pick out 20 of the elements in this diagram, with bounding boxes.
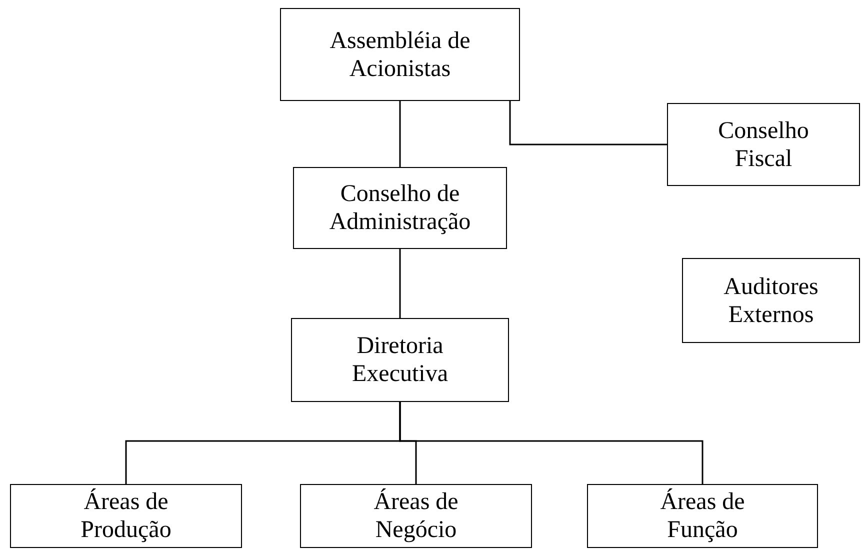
org-box [280,8,520,101]
connector-line [399,402,704,484]
connector-line [399,101,401,167]
box-label: Auditores Externos [722,272,820,328]
box-label: Conselho Fiscal [717,116,810,172]
box-label: Áreas de Função [659,488,746,544]
org-box [587,484,818,548]
org-box [300,484,532,548]
org-box [291,318,509,402]
connector-line [399,249,401,318]
connector-line [509,101,667,146]
org-box [10,484,242,548]
box-label: Diretoria Executiva [351,332,449,388]
box-label: Assembléia de Acionistas [328,26,472,82]
box-label: Conselho de Administração [328,180,472,236]
box-label: Áreas de Produção [80,488,172,544]
org-box [667,103,860,186]
org-box [293,167,507,249]
org-box [682,258,860,343]
box-label: Áreas de Negócio [372,488,460,544]
